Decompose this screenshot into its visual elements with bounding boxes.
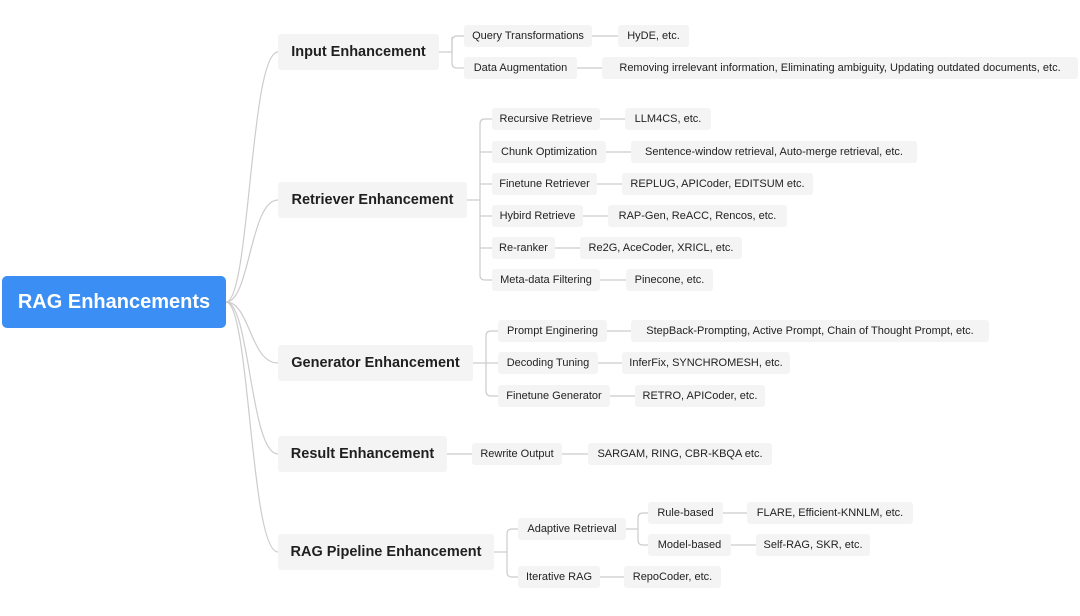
example-re-ranker: Re2G, AceCoder, XRICL, etc. [580,237,742,259]
method-query-transformations: Query Transformations [464,25,592,47]
connector [479,124,492,281]
category-retriever-enhancement: Retriever Enhancement [278,182,467,218]
connector [479,118,492,125]
category-rag-pipeline-enhancement: RAG Pipeline Enhancement [278,534,494,570]
example-model-based: Self-RAG, SKR, etc. [756,534,870,556]
example-prompt-enginering: StepBack-Prompting, Active Prompt, Chain… [631,320,989,342]
submethod-rule-based: Rule-based [648,502,723,524]
example-hybird-retrieve: RAP-Gen, ReACC, Rencos, etc. [608,205,787,227]
connector [451,37,458,69]
example-chunk-optimization: Sentence-window retrieval, Auto-merge re… [631,141,917,163]
connector [225,199,279,303]
example-finetune-retriever: REPLUG, APICoder, EDITSUM etc. [622,173,813,195]
example-meta-data-filtering: Pinecone, etc. [626,269,713,291]
method-decoding-tuning: Decoding Tuning [498,352,598,374]
method-meta-data-filtering: Meta-data Filtering [492,269,600,291]
example-query-transformations: HyDE, etc. [618,25,689,47]
example-recursive-retrieve: LLM4CS, etc. [625,108,711,130]
connector [637,518,648,546]
method-re-ranker: Re-ranker [492,237,555,259]
method-chunk-optimization: Chunk Optimization [492,141,606,163]
example-iterative-rag: RepoCoder, etc. [624,566,721,588]
connector [506,528,518,535]
method-adaptive-retrieval: Adaptive Retrieval [518,518,626,540]
category-result-enhancement: Result Enhancement [278,436,447,472]
method-iterative-rag: Iterative RAG [518,566,600,588]
example-data-augmentation: Removing irrelevant information, Elimina… [602,57,1078,79]
method-hybird-retrieve: Hybird Retrieve [492,205,583,227]
method-finetune-retriever: Finetune Retriever [492,173,597,195]
category-input-enhancement: Input Enhancement [278,34,439,70]
category-generator-enhancement: Generator Enhancement [278,345,473,381]
connector [637,512,648,519]
submethod-model-based: Model-based [648,534,731,556]
connector [225,301,279,455]
example-decoding-tuning: InferFix, SYNCHROMESH, etc. [622,352,790,374]
connector [225,301,279,364]
method-prompt-enginering: Prompt Enginering [498,320,607,342]
example-finetune-generator: RETRO, APICoder, etc. [635,385,765,407]
example-rewrite-output: SARGAM, RING, CBR-KBQA etc. [588,443,772,465]
connector [225,301,279,553]
connector [506,534,518,578]
method-finetune-generator: Finetune Generator [498,385,610,407]
connector [485,336,498,397]
connector [451,35,464,52]
example-rule-based: FLARE, Efficient-KNNLM, etc. [747,502,913,524]
method-recursive-retrieve: Recursive Retrieve [492,108,600,130]
root-node: RAG Enhancements [2,276,226,328]
method-data-augmentation: Data Augmentation [464,57,577,79]
connector [225,51,279,303]
connector [485,330,498,337]
method-rewrite-output: Rewrite Output [472,443,562,465]
